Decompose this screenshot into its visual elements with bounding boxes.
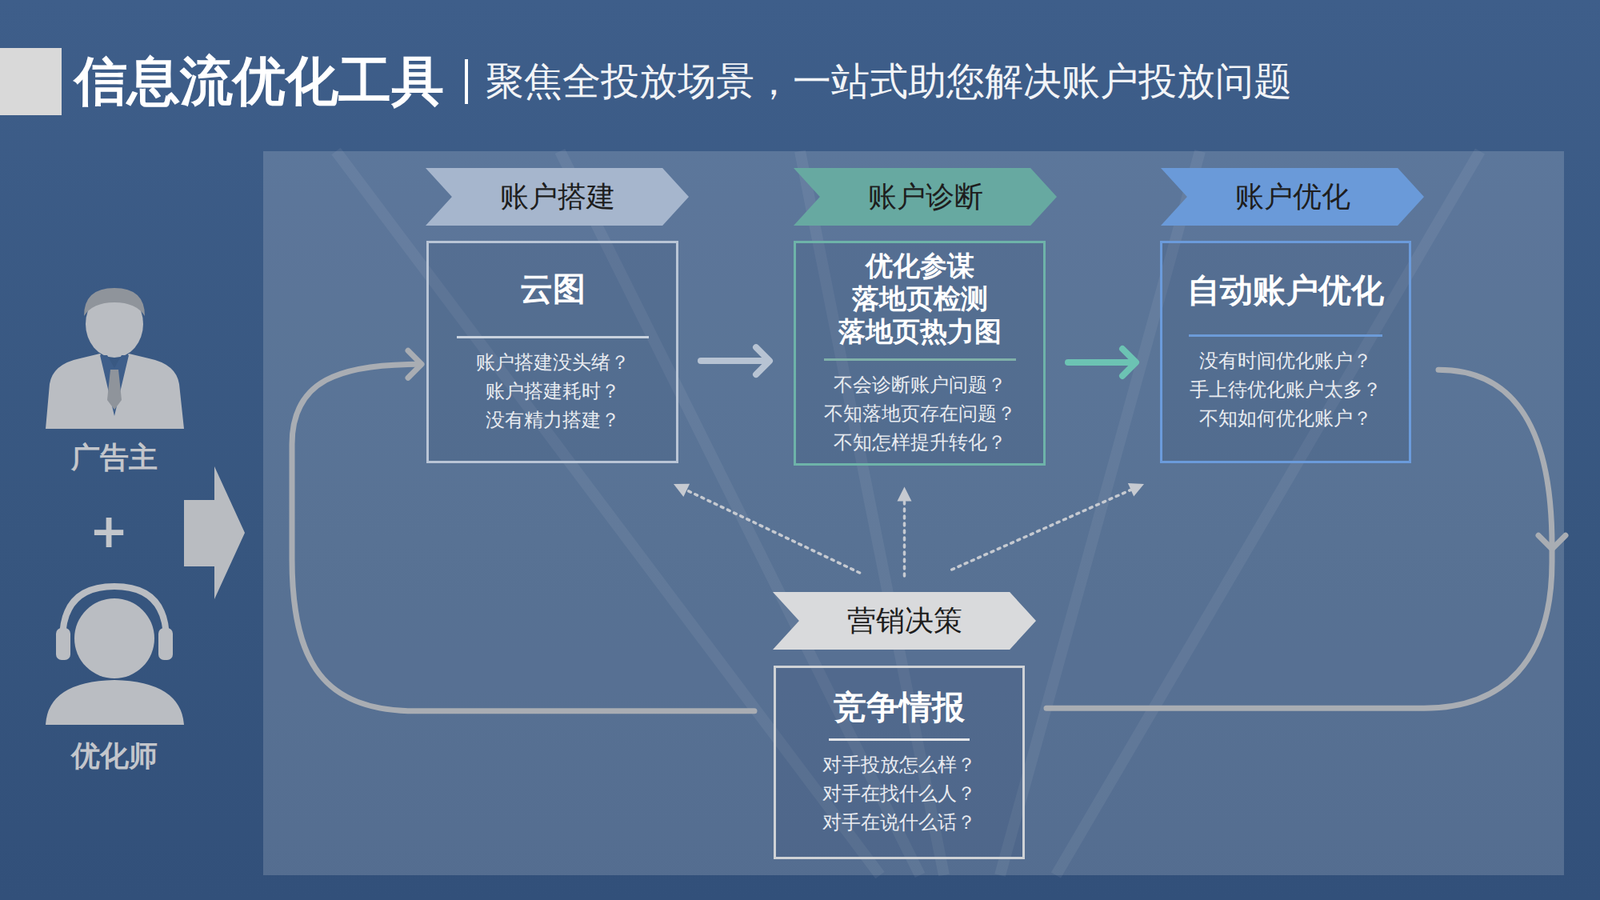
banner-label: 账户优化 <box>1235 177 1351 217</box>
connector <box>952 483 1144 570</box>
box-heading: 优化参谋 落地页检测 落地页热力图 <box>838 249 1002 348</box>
banner-label: 账户搭建 <box>500 177 616 217</box>
connector-line <box>1068 359 1134 366</box>
connector <box>700 347 770 375</box>
arrowhead <box>756 347 770 375</box>
header: 信息流优化工具 聚焦全投放场景，一站式助您解决账户投放问题 <box>74 48 1292 116</box>
chevron-banner: 账户优化 <box>1160 168 1424 226</box>
box-body: 没有时间优化账户？ 手上待优化账户太多？ 不知如何优化账户？ <box>1189 346 1382 433</box>
chevron-banner: 账户诊断 <box>793 168 1057 226</box>
arrowhead <box>1538 535 1566 549</box>
banner-label: 营销决策 <box>847 601 963 641</box>
chevron-fill <box>425 168 689 226</box>
arrowhead <box>897 486 912 501</box>
dotted-line <box>903 500 907 576</box>
process-box: 优化参谋 落地页检测 落地页热力图不会诊断账户问题？ 不知落地页存在问题？ 不知… <box>793 240 1046 466</box>
box-heading: 云图 <box>520 269 586 309</box>
chevron-fill <box>793 168 1057 226</box>
box-body: 对手投放怎么样？ 对手在找什么人？ 对手在说什么话？ <box>822 750 976 837</box>
connector <box>1068 348 1136 376</box>
header-square <box>0 48 62 116</box>
role-label: 广告主 <box>71 438 158 478</box>
process-box: 自动账户优化没有时间优化账户？ 手上待优化账户太多？ 不知如何优化账户？ <box>1160 240 1412 464</box>
divider <box>456 336 649 339</box>
optimizer-icon <box>45 586 184 725</box>
arrowhead <box>408 350 422 378</box>
box-heading: 竞争情报 <box>833 688 965 728</box>
role-label: 优化师 <box>71 736 158 776</box>
role-label: + <box>89 504 129 559</box>
box-heading: 自动账户优化 <box>1187 271 1384 311</box>
title: 信息流优化工具 <box>74 45 444 118</box>
chevron-banner: 账户搭建 <box>425 168 689 226</box>
process-box: 云图账户搭建没头绪？ 账户搭建耗时？ 没有精力搭建？ <box>426 240 679 464</box>
box-body: 不会诊断账户问题？ 不知落地页存在问题？ 不知怎样提升转化？ <box>824 370 1016 457</box>
divider <box>824 358 1016 361</box>
arrowhead <box>1128 483 1144 496</box>
box-body: 账户搭建没头绪？ 账户搭建耗时？ 没有精力搭建？ <box>476 348 630 435</box>
arrowhead <box>1122 348 1136 376</box>
chevron-fill <box>1160 168 1424 226</box>
texture <box>336 151 1480 876</box>
connector-line <box>700 357 768 364</box>
separator <box>464 59 468 104</box>
divider <box>828 738 970 741</box>
connector <box>673 484 860 573</box>
flow-arrow <box>184 466 245 600</box>
advertiser-icon <box>45 288 184 429</box>
connector <box>897 486 912 576</box>
dotted-line <box>952 489 1132 570</box>
divider <box>1188 334 1383 337</box>
arrowhead <box>673 484 690 497</box>
chevron-banner: 营销决策 <box>772 592 1036 650</box>
chevron-fill <box>772 592 1036 650</box>
subtitle: 聚焦全投放场景，一站式助您解决账户投放问题 <box>485 56 1292 108</box>
process-box: 竞争情报对手投放怎么样？ 对手在找什么人？ 对手在说什么话？ <box>773 665 1025 860</box>
dotted-line <box>686 490 860 573</box>
banner-label: 账户诊断 <box>868 177 984 217</box>
